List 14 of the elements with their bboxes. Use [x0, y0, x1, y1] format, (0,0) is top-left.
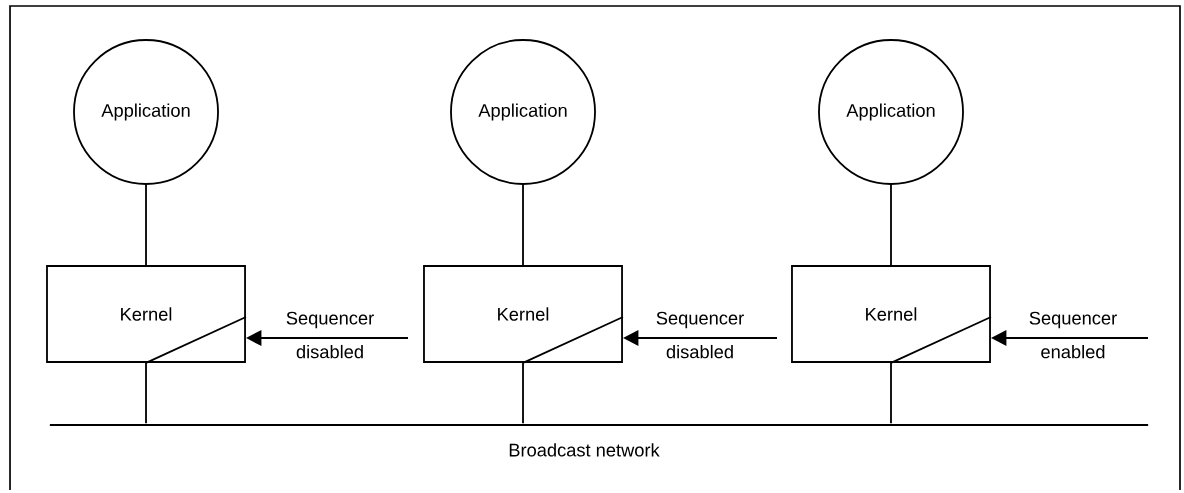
kernel-box: Kernel: [791, 265, 991, 363]
kernel-box: Kernel: [46, 265, 246, 363]
edge-label: Sequencer disabled: [286, 311, 374, 359]
connector-line: [522, 362, 524, 425]
connector-line: [890, 362, 892, 425]
connector-line: [145, 184, 147, 266]
edge-label: Sequencer enabled: [1029, 311, 1117, 359]
kernel-box: Kernel: [423, 265, 623, 363]
edge-label: Sequencer disabled: [656, 311, 744, 359]
network-line: [49, 424, 1149, 426]
connector-line: [522, 184, 524, 266]
connector-line: [890, 184, 892, 266]
connector-line: [145, 362, 147, 425]
network-label: Broadcast network: [509, 443, 660, 457]
